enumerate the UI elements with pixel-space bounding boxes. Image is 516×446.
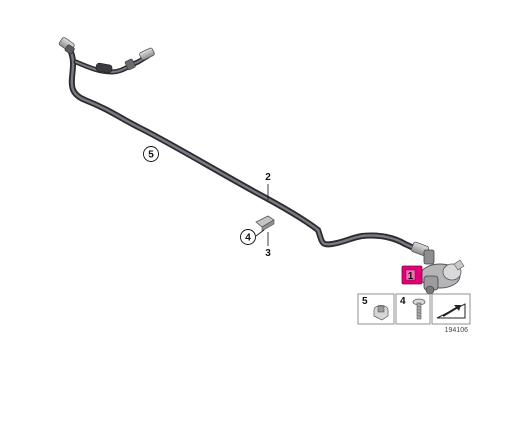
callout-2-label: 2 [265,172,271,183]
hose-junction-sleeve [95,62,113,74]
wedge-arrow-icon [436,303,466,319]
callout-5-bubble [143,146,159,162]
callout-5-label: 5 [148,150,154,161]
highlighted-part-1[interactable]: 1 [401,265,423,285]
callout-4-leader [255,229,265,237]
reference-number: 194106 [445,327,468,334]
legend-item-hose-clamp[interactable]: 5 [357,293,395,325]
legend-strip: 5 4 [357,293,471,325]
screw-icon [412,298,426,320]
legend-item-screw[interactable]: 4 [395,293,431,325]
hose-clamp-icon [373,305,389,321]
highlight-part-label: 1 [408,271,414,282]
pump-assembly [419,259,465,295]
callout-4-label: 4 [245,233,251,244]
callout-3-label: 3 [265,248,271,259]
legend-item-wedge[interactable] [431,293,471,325]
hose-line [67,47,421,253]
legend-item-2-number: 4 [400,296,406,307]
hose-end-connector [410,241,435,265]
hose-end-fitting-branch [124,47,155,71]
legend-item-1-number: 5 [362,296,368,307]
clip-part[interactable] [255,215,275,232]
callout-4-bubble [240,229,256,245]
hose-end-fitting-top [58,37,75,55]
